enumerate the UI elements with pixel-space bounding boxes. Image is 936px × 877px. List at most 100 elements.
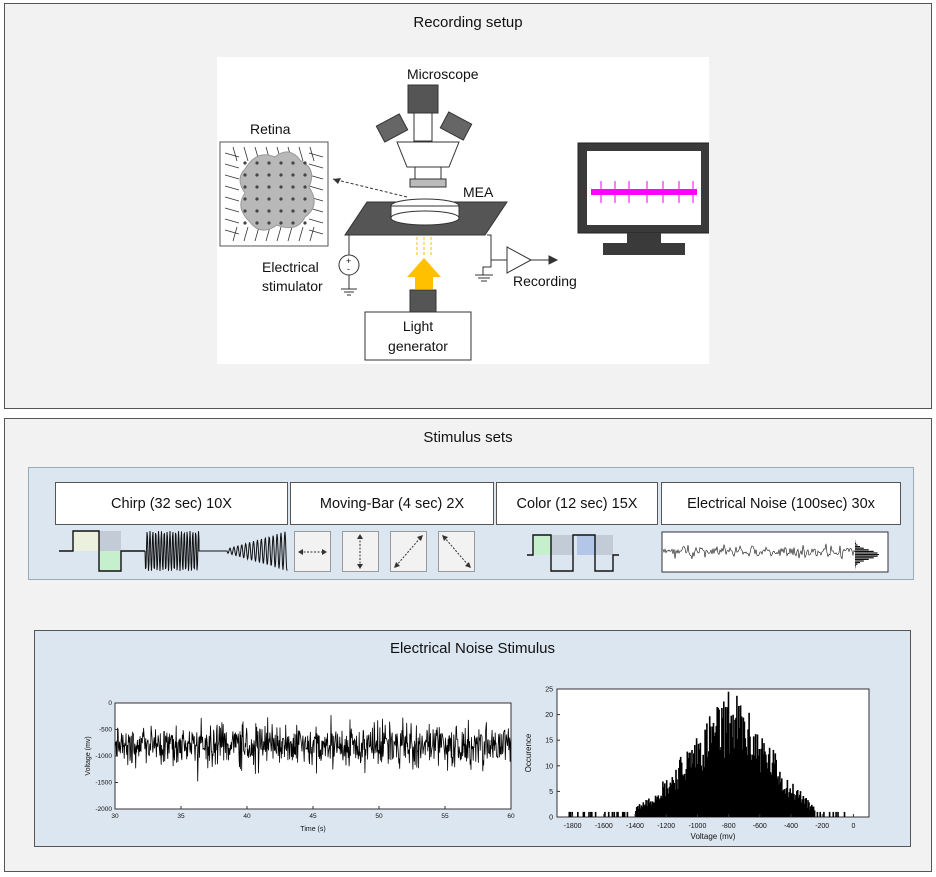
- histogram-bar: [744, 738, 747, 817]
- voltage-time-ytick: -1500: [95, 780, 112, 787]
- voltage-time-xtick: 45: [309, 813, 317, 820]
- histogram-bar: [674, 790, 676, 817]
- histogram-bar: [656, 796, 659, 817]
- histogram-bar: [621, 811, 624, 817]
- recording-amplifier-icon: [475, 234, 559, 282]
- histogram-bar: [636, 806, 639, 817]
- histogram-bar: [645, 800, 647, 817]
- voltage-histogram-xtick: -400: [784, 823, 798, 830]
- histogram-bar: [677, 789, 679, 817]
- histogram-bar: [706, 723, 708, 817]
- histogram-bar: [671, 777, 674, 817]
- histogram-bar: [754, 734, 757, 817]
- voltage-time-ytick: -2000: [95, 806, 112, 813]
- histogram-bar: [819, 811, 821, 817]
- voltage-histogram-xtick: -1600: [595, 823, 613, 830]
- histogram-bar: [809, 809, 811, 817]
- voltage-histogram-xtick: -600: [753, 823, 767, 830]
- histogram-bar: [768, 747, 771, 817]
- histogram-bar: [723, 757, 726, 817]
- monitor-icon: [577, 142, 709, 255]
- histogram-bar: [642, 802, 645, 817]
- histogram-bar: [640, 805, 643, 817]
- histogram-bar: [588, 811, 590, 817]
- histogram-bar: [703, 767, 705, 817]
- histogram-bar: [828, 811, 831, 817]
- histogram-bar: [697, 743, 700, 817]
- histogram-bar: [807, 800, 809, 817]
- histogram-bar: [693, 753, 695, 817]
- light-beam-icon: [407, 237, 441, 289]
- histogram-bar: [811, 806, 814, 817]
- histogram-bar: [823, 811, 825, 817]
- histogram-bar: [739, 705, 742, 817]
- histogram-bar: [763, 743, 765, 817]
- histogram-bar: [788, 792, 791, 817]
- histogram-bar: [668, 786, 671, 817]
- histogram-bar: [698, 749, 701, 817]
- mea-label: MEA: [463, 184, 494, 200]
- histogram-bar: [660, 795, 662, 817]
- histogram-bar: [736, 695, 738, 817]
- histogram-bar: [805, 798, 807, 817]
- histogram-bar: [730, 715, 733, 817]
- histogram-bar: [591, 811, 593, 817]
- histogram-bar: [686, 751, 689, 817]
- histogram-bar: [594, 811, 597, 817]
- histogram-bar: [719, 750, 721, 817]
- color-pulses-icon: [527, 534, 619, 572]
- histogram-bar: [679, 759, 681, 817]
- histogram-bar: [749, 736, 751, 817]
- histogram-bar: [726, 707, 729, 817]
- histogram-bar: [662, 781, 664, 817]
- voltage-histogram-xtick: -1200: [657, 823, 675, 830]
- voltage-histogram-xtick: -200: [815, 823, 829, 830]
- histogram-bar: [685, 769, 688, 817]
- histogram-bar: [770, 775, 773, 817]
- voltage-time-series: [114, 715, 512, 782]
- histogram-bar: [775, 759, 777, 817]
- histogram-bar: [791, 792, 793, 817]
- histogram-bar: [664, 783, 666, 817]
- histogram-bar: [682, 776, 685, 817]
- histogram-bar: [796, 791, 798, 817]
- histogram-bar: [678, 767, 680, 817]
- histogram-bar: [774, 753, 777, 817]
- histogram-bar: [790, 793, 792, 817]
- histogram-bar: [655, 799, 658, 817]
- histogram-bar: [837, 811, 839, 817]
- svg-text:+: +: [346, 256, 351, 266]
- histogram-bar: [679, 756, 682, 817]
- histogram-bar: [804, 798, 806, 817]
- histogram-bar: [785, 788, 788, 817]
- histogram-bar: [688, 752, 690, 817]
- histogram-bar: [702, 754, 704, 817]
- histogram-bar: [607, 811, 610, 817]
- histogram-bar: [758, 749, 761, 817]
- histogram-bar: [734, 719, 736, 817]
- voltage-histogram-ytick: 5: [549, 789, 553, 796]
- histogram-bar: [654, 795, 657, 817]
- histogram-bar: [794, 799, 796, 817]
- histogram-bar: [665, 780, 668, 817]
- histogram-bar: [799, 791, 802, 817]
- histogram-bar: [843, 811, 846, 817]
- retina-label: Retina: [250, 121, 291, 137]
- histogram-bar: [684, 780, 687, 817]
- histogram-bar: [663, 787, 665, 817]
- histogram-bar: [641, 807, 644, 817]
- histogram-bar: [732, 714, 734, 817]
- histogram-bar: [752, 754, 754, 817]
- voltage-time-ytick: -1000: [95, 753, 112, 760]
- histogram-bar: [762, 754, 764, 817]
- histogram-bar: [802, 796, 805, 817]
- histogram-bar: [617, 811, 619, 817]
- voltage-time-xtick: 30: [111, 813, 119, 820]
- histogram-bar: [623, 811, 626, 817]
- retina-mea-chip-icon: [219, 141, 329, 247]
- histogram-bar: [680, 762, 683, 817]
- histogram-bar: [676, 779, 678, 817]
- histogram-bar: [669, 782, 672, 817]
- electrical-noise-thumbnail: [661, 531, 889, 573]
- histogram-bar: [747, 729, 749, 817]
